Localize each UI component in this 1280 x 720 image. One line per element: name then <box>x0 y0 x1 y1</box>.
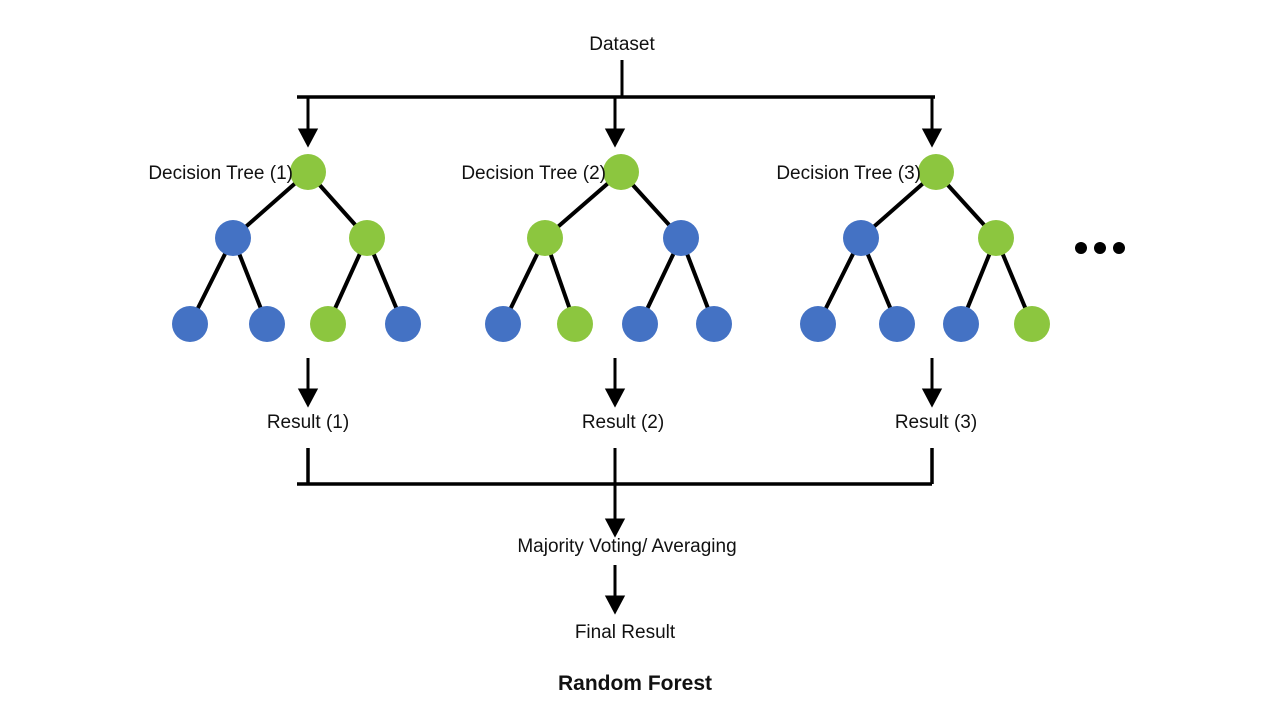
result-3-label: Result (3) <box>895 412 977 433</box>
tree-1-branch-node-1 <box>215 220 251 256</box>
aggregation-output-group: Majority Voting/ Averaging Final Result … <box>517 536 736 695</box>
tree-2-branch-node-2 <box>663 220 699 256</box>
ellipsis-dot-2 <box>1094 242 1106 254</box>
tree-1-leaf-node-3 <box>310 306 346 342</box>
tree-2-label: Decision Tree (2) <box>461 163 606 184</box>
tree-1-root-node <box>290 154 326 190</box>
tree-3-leaf-node-3 <box>943 306 979 342</box>
tree-2-leaf-node-4 <box>696 306 732 342</box>
tree-1-label: Decision Tree (1) <box>148 163 293 184</box>
decision-tree-2: Decision Tree (2) <box>461 154 732 342</box>
result-2-label: Result (2) <box>582 412 664 433</box>
tree-2-leaf-node-3 <box>622 306 658 342</box>
tree-3-root-node <box>918 154 954 190</box>
results-aggregation-bracket <box>297 448 934 538</box>
decision-trees-group: Decision Tree (1) Decision Tree (2) Decisi… <box>148 154 1050 342</box>
dataset-label: Dataset <box>589 34 655 55</box>
tree-2-leaf-node-2 <box>557 306 593 342</box>
decision-tree-3: Decision Tree (3) <box>776 154 1050 342</box>
final-result-label: Final Result <box>575 622 676 643</box>
tree-3-leaf-node-2 <box>879 306 915 342</box>
tree-3-branch-node-2 <box>978 220 1014 256</box>
tree-3-label: Decision Tree (3) <box>776 163 921 184</box>
tree-3-leaf-node-1 <box>800 306 836 342</box>
decision-tree-1: Decision Tree (1) <box>148 154 421 342</box>
tree-3-leaf-node-4 <box>1014 306 1050 342</box>
ellipsis-dot-1 <box>1075 242 1087 254</box>
tree-1-leaf-node-1 <box>172 306 208 342</box>
tree-2-root-node <box>603 154 639 190</box>
majority-voting-label: Majority Voting/ Averaging <box>517 536 736 557</box>
dataset-distribution-bracket <box>297 60 943 148</box>
tree-3-branch-node-1 <box>843 220 879 256</box>
diagram-title: Random Forest <box>558 672 712 695</box>
more-trees-ellipsis-icon <box>1075 242 1125 254</box>
tree-results-group: Result (1) Result (2) Result (3) <box>267 358 977 433</box>
tree-1-leaf-node-2 <box>249 306 285 342</box>
tree-2-branch-node-1 <box>527 220 563 256</box>
ellipsis-dot-3 <box>1113 242 1125 254</box>
tree-2-leaf-node-1 <box>485 306 521 342</box>
tree-1-branch-node-2 <box>349 220 385 256</box>
tree-1-leaf-node-4 <box>385 306 421 342</box>
result-1-label: Result (1) <box>267 412 349 433</box>
